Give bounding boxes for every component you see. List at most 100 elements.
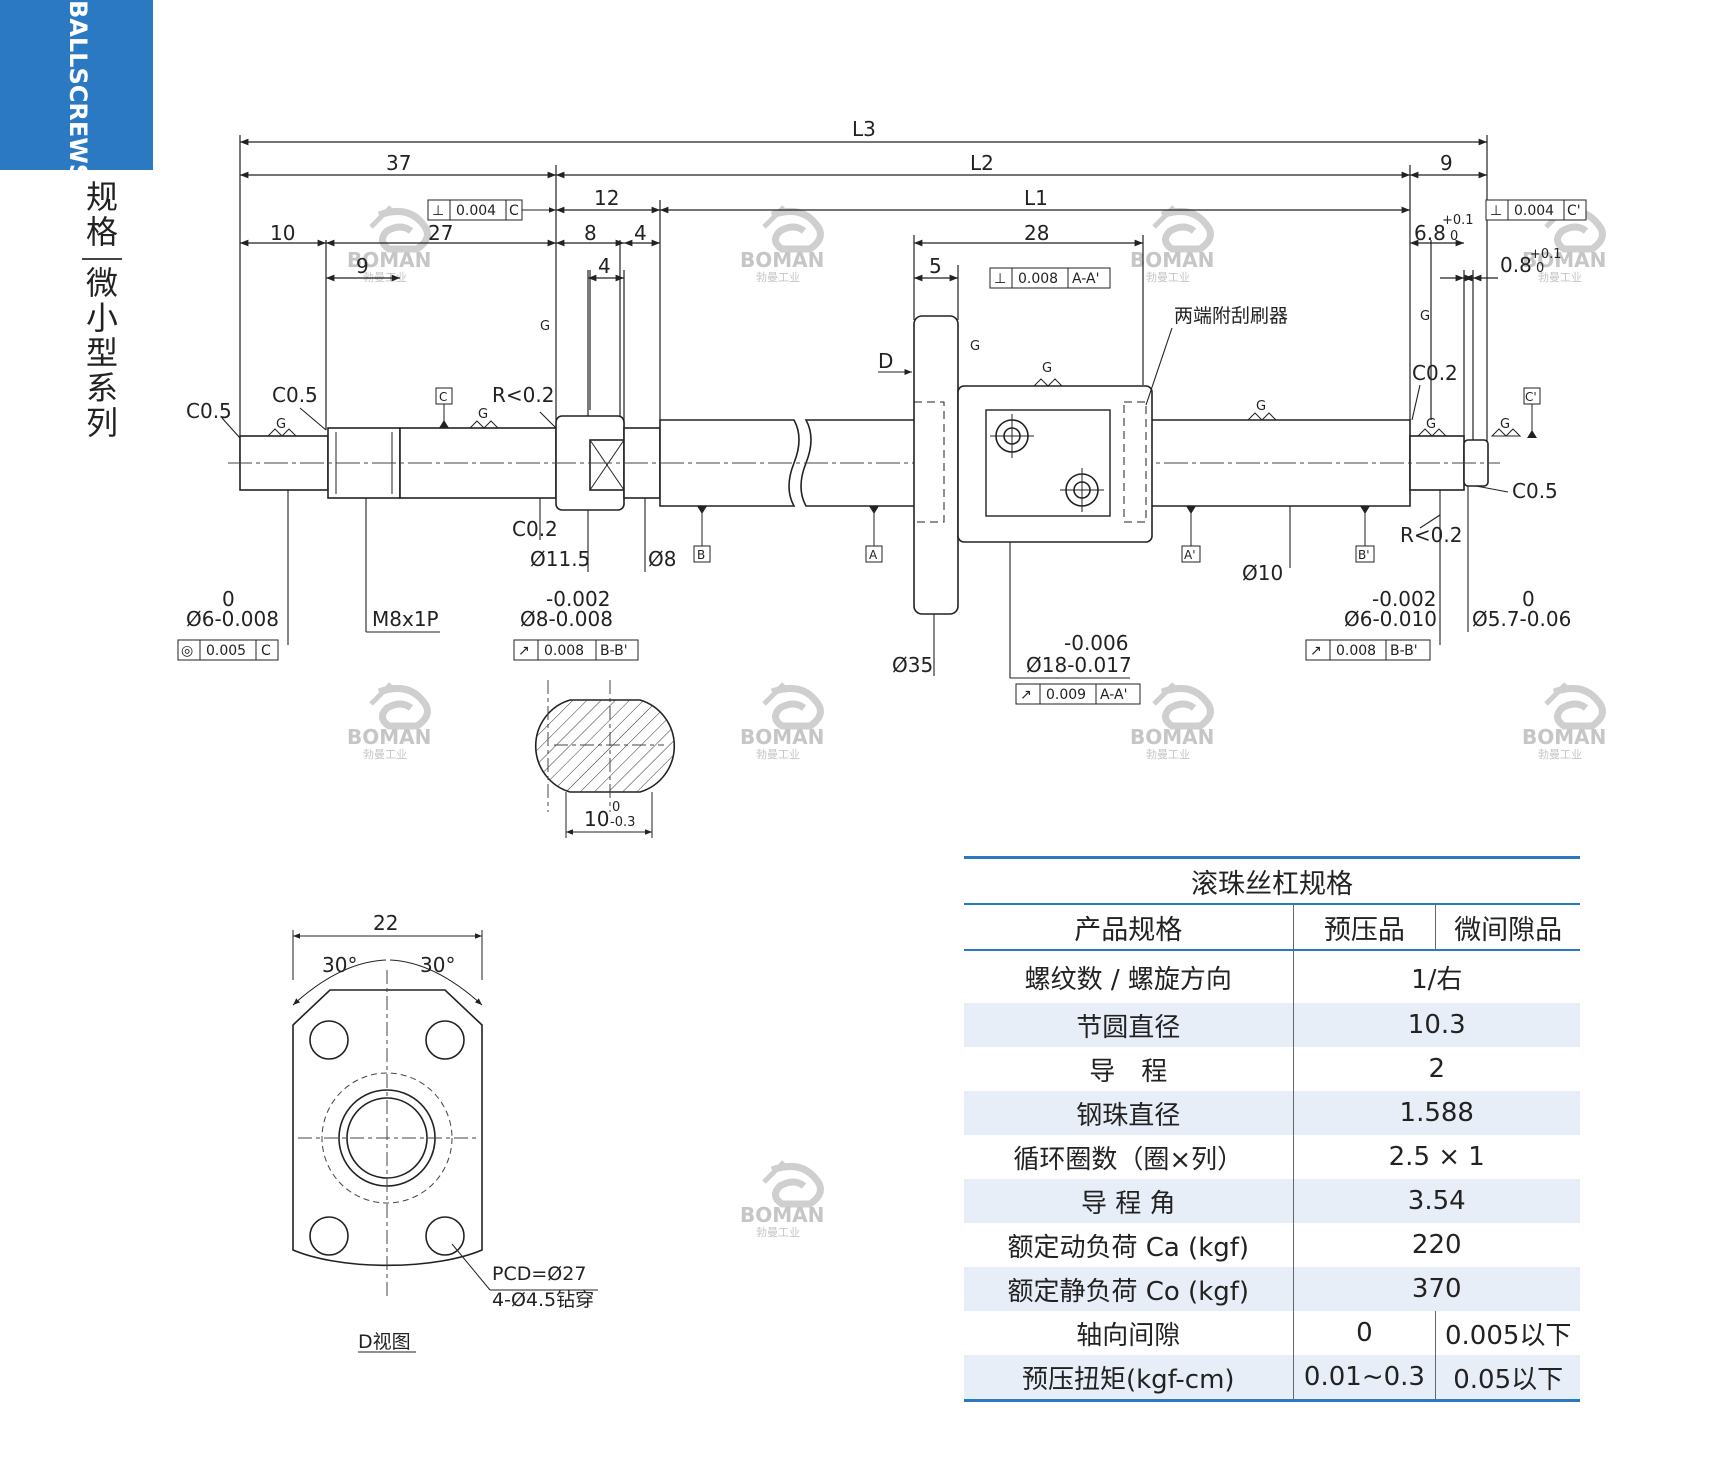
label-phi8: Ø8 [648,547,676,571]
spec-row-label: 轴向间隙 [1076,1320,1181,1351]
flange-caption: D视图 [358,1331,411,1353]
dim-0.8-tol-lo: 0 [1536,261,1544,276]
watermark-brand-cn: 勃曼工业 [756,271,800,284]
sidebar-title-bottom: 微小型系列 [85,264,118,442]
spec-table-title: 滚珠丝杠规格 [964,856,1580,905]
watermark-brand-cn: 勃曼工业 [756,1226,800,1239]
svg-text:◎: ◎ [181,643,193,659]
flange-view: 22 30° 30° PCD=Ø27 4-Ø4.5钻穿 D视图 [292,911,598,1353]
label-phi6-top: 0 [222,587,235,611]
dim-4b: 4 [598,254,611,278]
svg-text:0.009: 0.009 [1046,687,1086,703]
svg-text:C: C [439,390,447,404]
flange-holes: 4-Ø4.5钻穿 [492,1289,594,1311]
g-symbol: G [1420,309,1430,324]
g-symbol: G [478,407,488,422]
sidebar-title-top: 规格 [85,178,118,251]
spec-row: 额定动负荷 Ca (kgf)220 [964,1223,1580,1267]
label-phi18: Ø18-0.017 [1026,653,1132,677]
ground-symbols: G G G G G G G G G [266,309,1522,437]
dim-6.8-tol-lo: 0 [1450,229,1458,244]
spec-row: 额定静负荷 Co (kgf)370 [964,1267,1580,1311]
watermark-brand-cn: 勃曼工业 [1146,748,1190,761]
g-symbol: G [540,319,550,334]
section-tol-up: 0 [612,800,620,815]
spec-row-label: 预压扭矩(kgf-cm) [964,1355,1293,1402]
watermark-brand: BOMAN [1130,248,1214,272]
dim-6.8-tol-up: +0.1 [1442,213,1474,228]
spec-row: 循环圈数（圈×列） 2.5 × 1 [964,1135,1580,1179]
datum-ap: A' [1181,506,1201,563]
svg-text:0.008: 0.008 [1018,271,1058,287]
spec-row-value-preload: 0 [1292,1311,1436,1355]
watermark-brand: BOMAN [1130,725,1214,749]
svg-text:↗: ↗ [1020,687,1032,703]
dim-9: 9 [1440,151,1453,175]
svg-text:↗: ↗ [518,643,530,659]
watermark-brand: BOMAN [1522,248,1606,272]
datum-a: A [865,506,883,563]
svg-text:B-B': B-B' [600,643,628,659]
dim-28: 28 [1024,221,1049,245]
dim-12: 12 [594,186,619,210]
g-symbol: G [1500,417,1510,432]
cross-section: 10 0 -0.3 [534,680,676,838]
gdt-frames-top: ⊥ 0.004 C ⊥ 0.008 A-A' ⊥ 0.004 C' [427,199,1587,289]
dim-L1: L1 [1024,186,1048,210]
spec-header-col1: 预压品 [1292,904,1436,951]
watermark-brand: BOMAN [740,1203,824,1227]
dim-9b: 9 [356,254,369,278]
g-symbol: G [970,339,980,354]
spec-row-value: 2.5 × 1 [1292,1135,1580,1179]
gdt-runout-left: ↗ 0.008 B-B' [513,639,639,661]
datum-markers: C C' B A A' B' [435,387,1541,563]
watermark-brand-cn: 勃曼工业 [756,748,800,761]
svg-text:A': A' [1184,548,1196,562]
section-width: 10 [584,807,609,831]
g-symbol: G [1426,417,1436,432]
svg-text:C: C [261,643,271,659]
spec-row-label: 循环圈数（圈×列） [1013,1144,1244,1175]
spec-row-label: 导 程 角 [964,1179,1293,1223]
svg-text:B-B': B-B' [1390,643,1418,659]
svg-text:C': C' [1525,390,1537,404]
gdt-frames-bottom: ◎ 0.005 C ↗ 0.008 B-B' ↗ 0.009 A-A' ↗ 0.… [177,639,1431,705]
flange-width: 22 [373,911,398,935]
svg-text:0.004: 0.004 [1514,203,1554,219]
datum-bp: B' [1355,506,1375,563]
svg-text:A-A': A-A' [1100,687,1127,703]
label-c05-right: C0.5 [1512,479,1558,503]
datum-cp: C' [1523,387,1541,438]
spec-row-value: 1.588 [1292,1091,1580,1135]
bolt-hole [425,1216,465,1256]
svg-text:A: A [869,548,878,562]
label-phi18-top: -0.006 [1064,631,1128,655]
spec-row-value-micro: 0.005以下 [1435,1311,1580,1355]
sidebar-tab: BALLSCREWS [0,0,153,181]
g-symbol: G [276,417,286,432]
spec-row-label: 钢珠直径 [964,1091,1293,1135]
feature-labels: C0.5 C0.5 C0.2 R<0.2 C0.2 R<0.2 C0.5 D 两… [186,305,1571,677]
watermark-brand: BOMAN [740,725,824,749]
spec-row-label: 额定静负荷 Co (kgf) [964,1267,1293,1311]
label-c02-right: C0.2 [1412,361,1458,385]
label-r02-left: R<0.2 [492,383,554,407]
gdt-runout-right: ↗ 0.008 B-B' [1305,639,1431,661]
spec-row-value: 220 [1292,1223,1580,1267]
ball-nut [913,315,1153,615]
